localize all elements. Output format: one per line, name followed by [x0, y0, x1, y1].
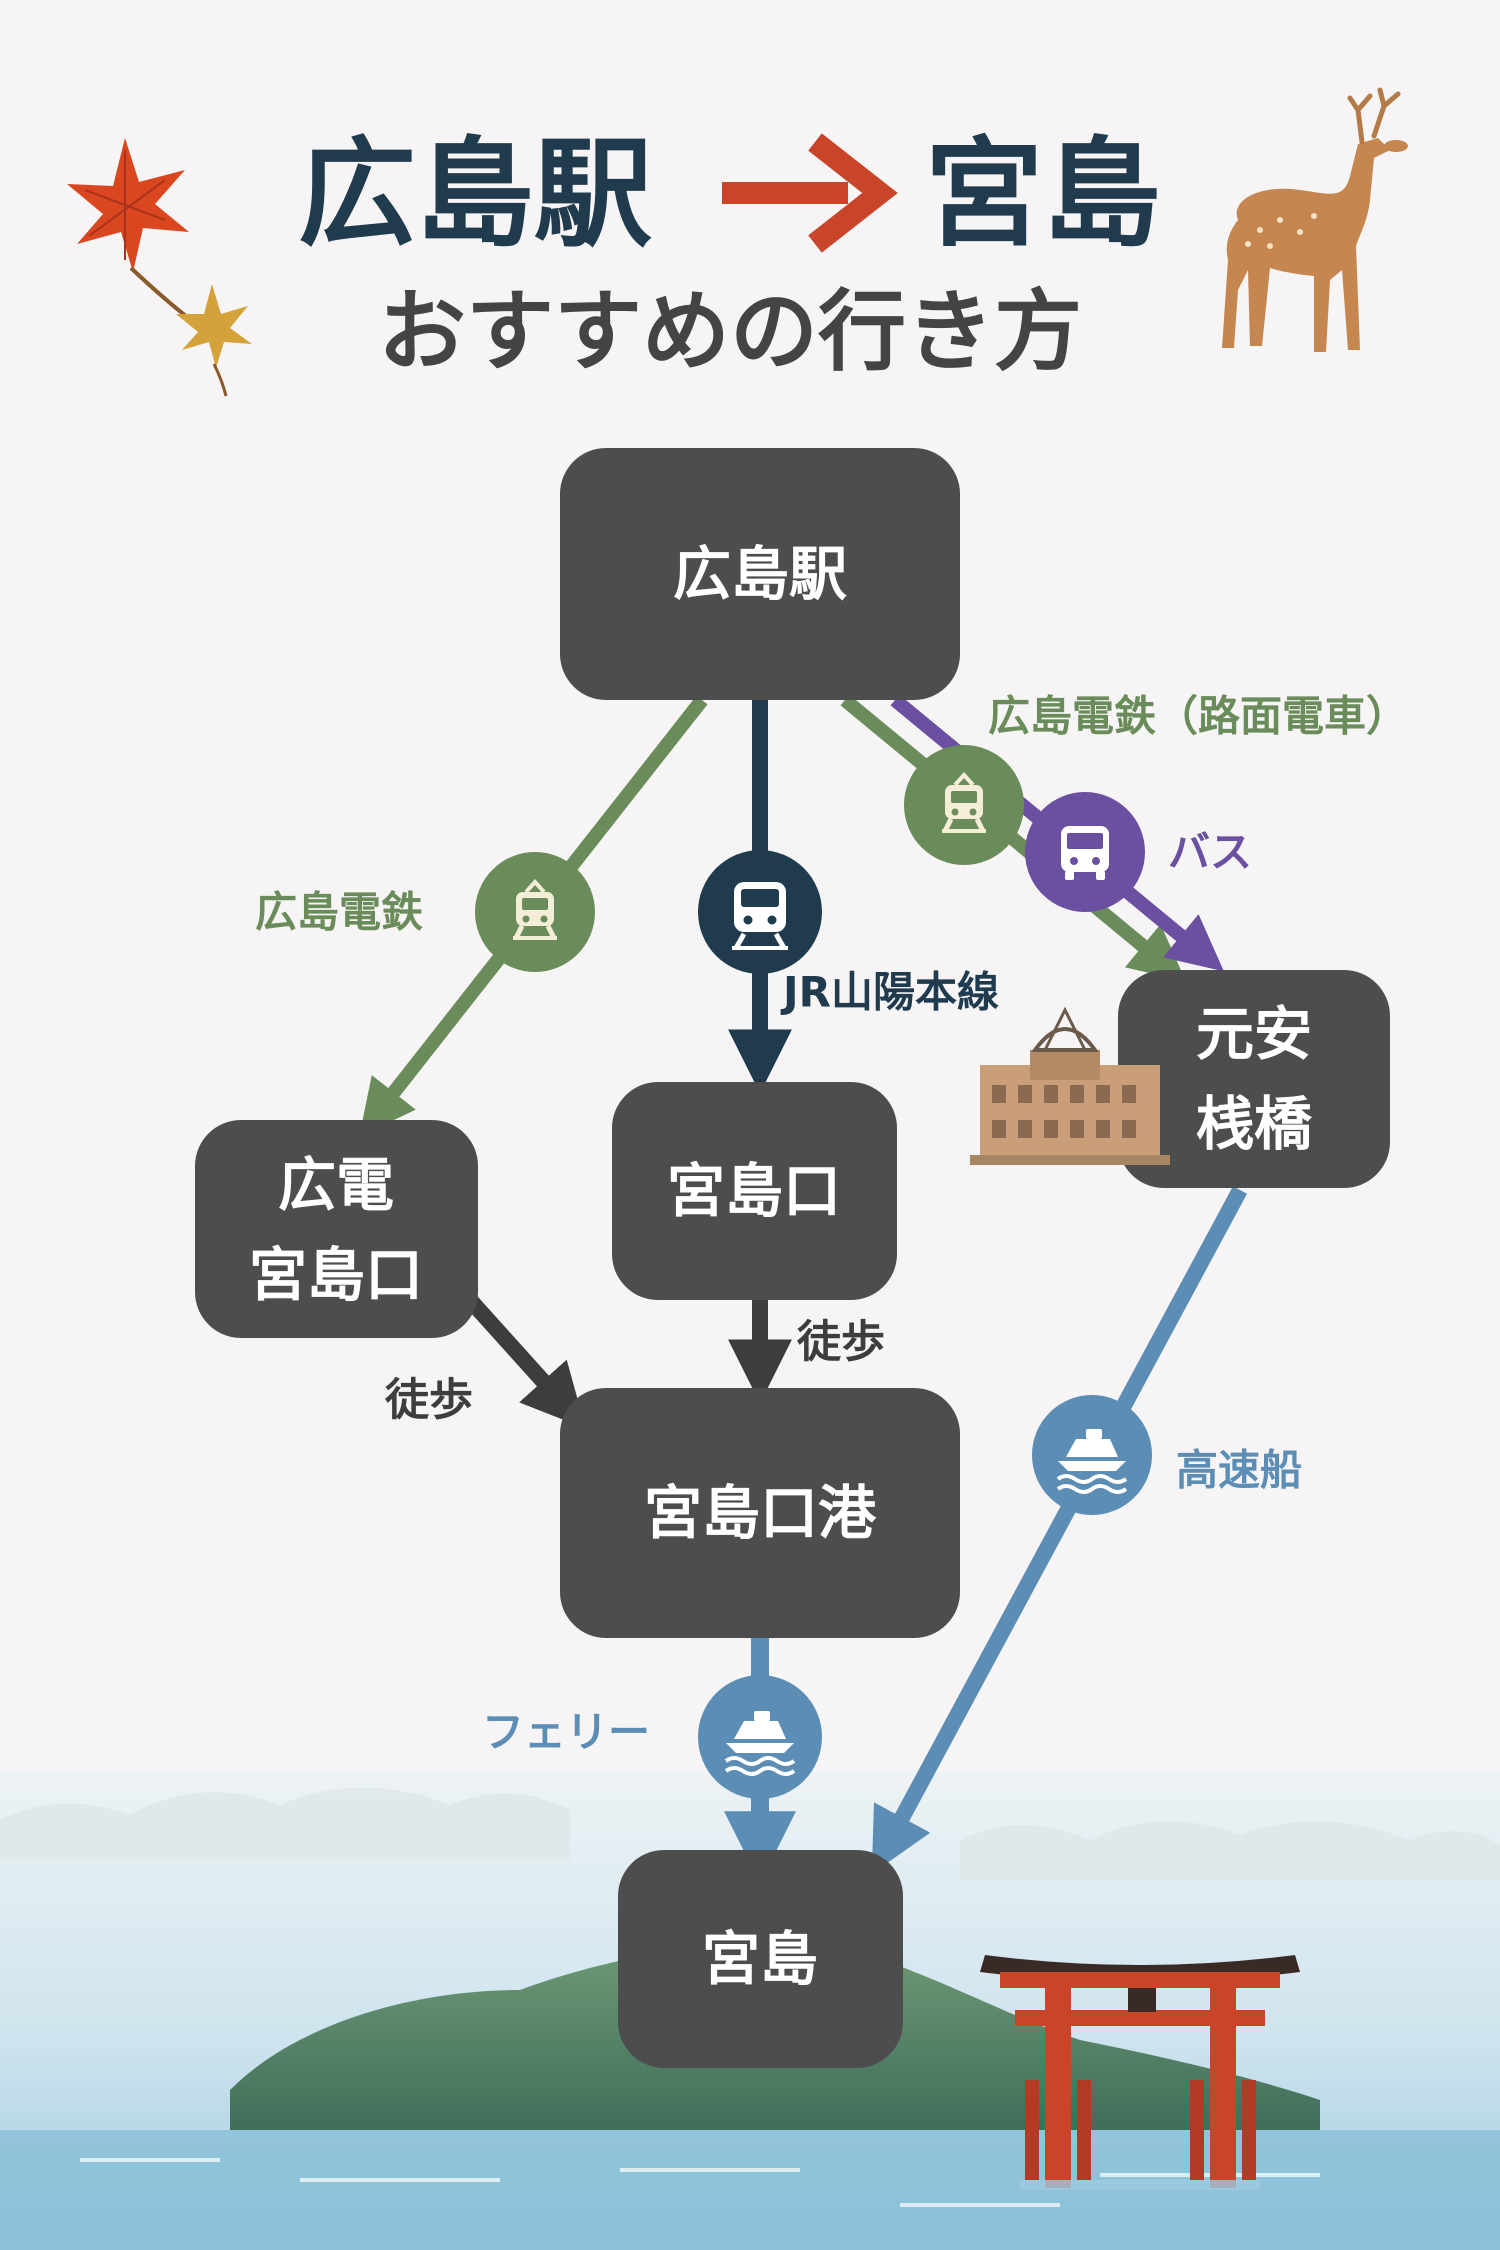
node-label-line1: 広電 [278, 1151, 394, 1219]
title-arrow-icon [722, 133, 898, 253]
tram-icon [475, 852, 595, 972]
torii-gate-illustration [980, 1955, 1300, 2190]
deer-illustration [1222, 87, 1408, 352]
route-highspeed-boat [871, 1186, 1248, 1874]
route-label-walk: 徒歩 [796, 1317, 885, 1368]
bus-icon [1025, 792, 1145, 912]
node-label-line2: 宮島口 [249, 1241, 423, 1309]
route-label-bus: バス [1168, 828, 1252, 877]
node-label-line2: 桟橋 [1196, 1090, 1313, 1158]
node-label-line1: 元安 [1196, 1000, 1312, 1068]
node-miyajimaguchi[interactable]: 宮島口 [612, 1082, 897, 1300]
node-hiroden-miyajimaguchi[interactable]: 広電 宮島口 [195, 1120, 478, 1338]
maple-leaves-illustration [67, 138, 252, 397]
route-label-walk: 徒歩 [384, 1375, 473, 1426]
node-hiroshima-station[interactable]: 広島駅 [560, 448, 960, 700]
boat-icon [1032, 1395, 1152, 1515]
route-label-ferry: フェリー [482, 1708, 650, 1757]
node-label: 宮島口港 [644, 1479, 877, 1547]
node-label: 宮島口 [667, 1157, 841, 1225]
node-miyajimaguchi-port[interactable]: 宮島口港 [560, 1388, 960, 1638]
route-label-jr: JR山陽本線 [780, 968, 999, 1017]
title-subtitle: おすすめの行き方 [378, 280, 1082, 383]
route-label-hiroden: 広島電鉄 [255, 888, 423, 937]
title-to: 宮島 [925, 125, 1161, 263]
node-miyajima[interactable]: 宮島 [618, 1850, 903, 2068]
title-from: 広島駅 [298, 125, 652, 263]
node-label: 宮島 [702, 1925, 818, 1993]
node-label: 広島駅 [673, 540, 847, 608]
route-label-streetcar: 広島電鉄（路面電車） [988, 692, 1408, 741]
tram-icon [904, 745, 1024, 865]
train-icon [698, 850, 822, 974]
route-walk-from-hiroden [464, 1294, 586, 1429]
node-motoyasu-bashi[interactable]: 元安 桟橋 [1118, 970, 1390, 1188]
atomic-bomb-dome-illustration [970, 1006, 1170, 1165]
boat-icon [698, 1675, 822, 1799]
route-label-highspeed-boat: 高速船 [1176, 1446, 1302, 1495]
